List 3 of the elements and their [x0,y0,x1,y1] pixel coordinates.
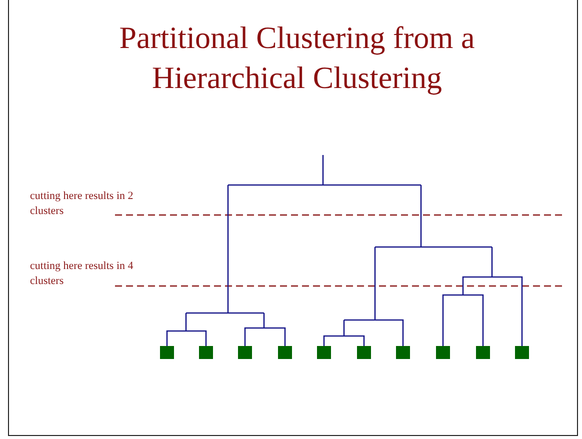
cut-note: cutting here results in 4 clusters [30,259,134,289]
slide-title: Partitional Clustering from a Hierarchical Clustering [118,19,476,97]
cut-note: cutting here results in 2 clusters [30,189,134,219]
